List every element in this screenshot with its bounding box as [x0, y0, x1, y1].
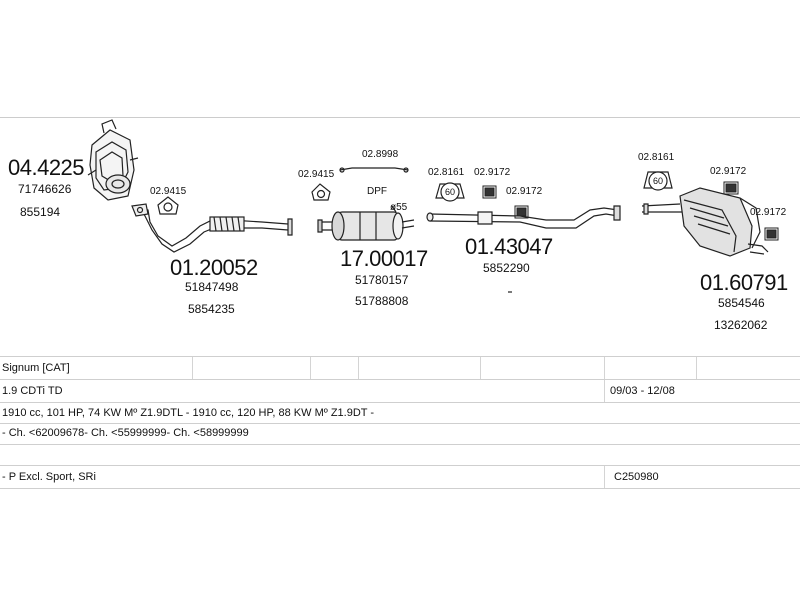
- dpf-diameter: ø55: [390, 202, 408, 213]
- middle-pipe-ref-1: 5852290: [483, 261, 530, 275]
- engine-row: 1.9 CDTi TD 09/03 - 12/08: [0, 380, 800, 403]
- middle-hanger-1-part-no: 02.9172: [474, 167, 511, 178]
- dpf-label: DPF: [367, 186, 387, 197]
- front-cat-ref-2: 855194: [20, 205, 61, 219]
- model-row: Signum [CAT]: [0, 356, 800, 380]
- front-pipe-part-no: 01.20052: [170, 255, 258, 280]
- specs-row: 1910 cc, 101 HP, 74 KW Mº Z1.9DTL - 1910…: [0, 403, 800, 424]
- exclusion-row: - P Excl. Sport, SRi C250980: [0, 466, 800, 489]
- middle-ring-badge: 60: [445, 187, 456, 197]
- dpf-part-no: 17.00017: [340, 246, 428, 271]
- years-cell: 09/03 - 12/08: [610, 385, 675, 397]
- exclusion-cell: - P Excl. Sport, SRi: [2, 471, 96, 483]
- engine-cell: 1.9 CDTi TD: [2, 385, 63, 397]
- chassis-cell: - Ch. <62009678- Ch. <55999999- Ch. <589…: [2, 427, 249, 439]
- dpf-ref-1: 51780157: [355, 273, 409, 287]
- dpf-gasket-part-no: 02.9415: [298, 169, 335, 180]
- dpf-ref-2: 51788808: [355, 294, 409, 308]
- rear-hanger-1-part-no: 02.9172: [710, 166, 747, 177]
- vehicle-info-table: Signum [CAT] 1.9 CDTi TD 09/03 - 12/08 1…: [0, 356, 800, 489]
- front-gasket-part-no: 02.9415: [150, 186, 187, 197]
- chassis-row: - Ch. <62009678- Ch. <55999999- Ch. <589…: [0, 424, 800, 445]
- rear-hanger-2-part-no: 02.9172: [750, 207, 787, 218]
- middle-ring-part-no: 02.8161: [428, 167, 465, 178]
- exhaust-diagram: 60 60: [0, 117, 800, 332]
- specs-cell: 1910 cc, 101 HP, 74 KW Mº Z1.9DTL - 1910…: [2, 407, 375, 419]
- top-divider: [0, 117, 800, 118]
- code-cell: C250980: [614, 471, 659, 483]
- front-cat-part-no: 04.4225: [8, 155, 85, 180]
- front-pipe-ref-2: 5854235: [188, 302, 235, 316]
- front-cat-ref-1: 71746626: [18, 182, 72, 196]
- rear-ring-part-no: 02.8161: [638, 152, 675, 163]
- model-cell: Signum [CAT]: [2, 362, 70, 374]
- rear-box-ref-2: 13262062: [714, 318, 768, 332]
- dpf-rod-part-no: 02.8998: [362, 149, 399, 160]
- rear-ring-badge: 60: [653, 176, 664, 186]
- middle-hanger-2-part-no: 02.9172: [506, 186, 543, 197]
- spacer-row: [0, 445, 800, 466]
- rear-box-part-no: 01.60791: [700, 270, 788, 295]
- front-pipe-ref-1: 51847498: [185, 280, 239, 294]
- middle-pipe-part-no: 01.43047: [465, 234, 553, 259]
- rear-box-ref-1: 5854546: [718, 296, 765, 310]
